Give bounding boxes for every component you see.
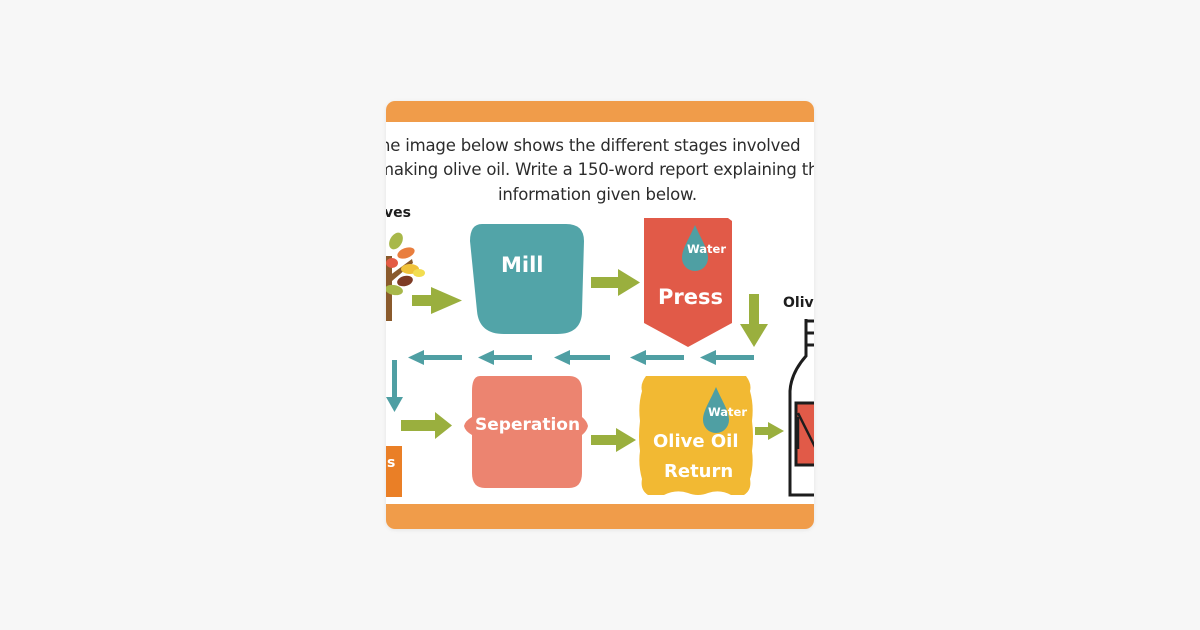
olive-tree-icon [386, 232, 425, 321]
separation-label: Seperation [475, 415, 581, 435]
water-label-press: Water [687, 242, 727, 256]
water-drop-icon [703, 387, 729, 433]
arrow-to-separation [401, 412, 452, 439]
prompt-line-3: information given below. [498, 185, 697, 204]
top-orange-band [386, 101, 814, 122]
olive-oil-return-label-line1: Olive Oil [653, 431, 739, 452]
teal-arrow [554, 350, 610, 365]
prompt-line-2: making olive oil. Write a 150-word repor… [386, 160, 814, 179]
arrow-separation-to-return [591, 428, 636, 452]
mill-label: Mill [501, 253, 544, 277]
process-diagram [386, 218, 814, 497]
teal-arrow [408, 350, 462, 365]
arrow-press-down [740, 294, 768, 347]
bottom-orange-band [386, 504, 814, 529]
separation-stage-box [464, 376, 588, 488]
arrow-tree-to-mill [412, 287, 462, 314]
teal-arrow-down [386, 360, 403, 412]
press-stage-box [644, 218, 732, 347]
water-drop-icon [682, 225, 708, 271]
arrow-return-to-bottle [755, 422, 784, 440]
partial-orange-badge [386, 446, 402, 497]
press-label: Press [658, 285, 723, 309]
olives-label: ves [386, 205, 411, 221]
arrow-mill-to-press [591, 269, 640, 296]
olive-oil-label: Olive [783, 295, 814, 311]
olive-oil-bottle-icon [788, 319, 814, 497]
teal-arrow [630, 350, 684, 365]
mill-stage-box [470, 224, 584, 334]
teal-arrow [700, 350, 754, 365]
prompt-line-1: he image below shows the different stage… [386, 136, 801, 155]
partial-badge-text: s [387, 455, 396, 471]
water-label-return: Water [708, 405, 748, 419]
teal-arrow [478, 350, 532, 365]
olive-oil-return-label-line2: Return [664, 461, 734, 482]
content-card: he image below shows the different stage… [386, 101, 814, 529]
